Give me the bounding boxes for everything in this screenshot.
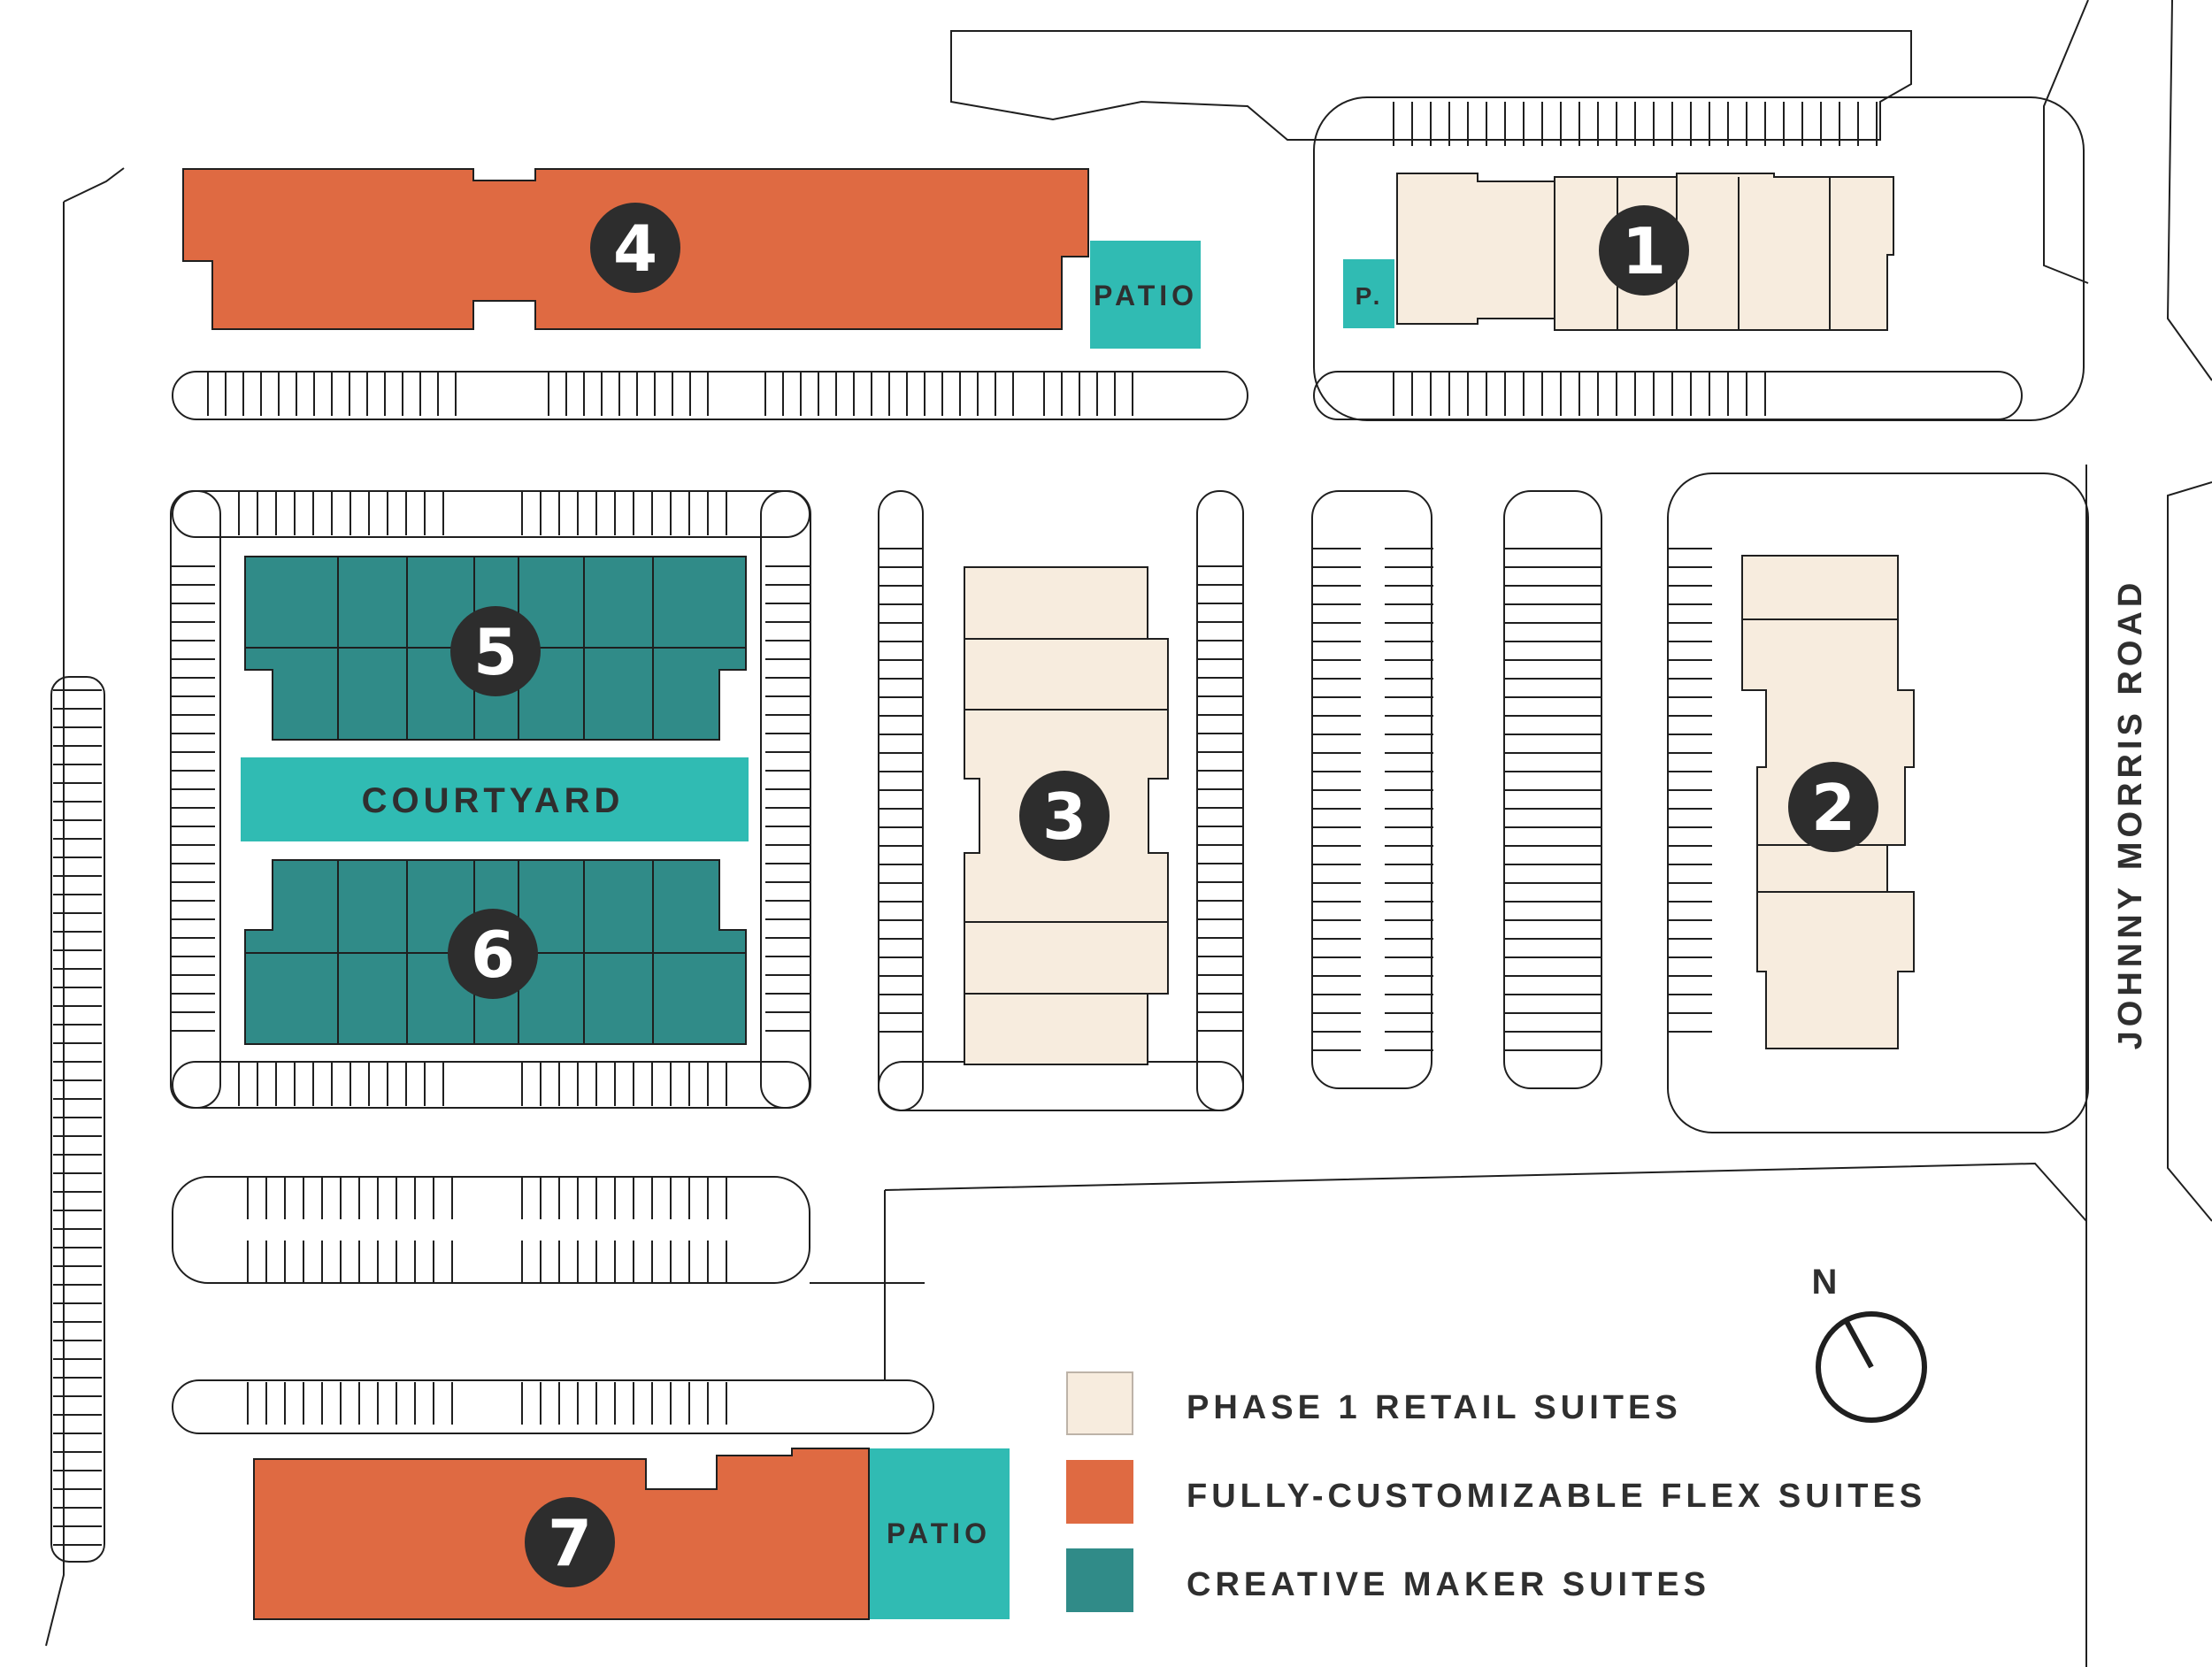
courtyard-label: COURTYARD (362, 781, 625, 820)
svg-text:3: 3 (1042, 780, 1087, 854)
road-edge-east-3 (2167, 481, 2212, 1222)
patio-4-label: PATIO (1094, 280, 1198, 311)
patio-1-label: P. (1356, 282, 1385, 310)
road-edge-east (2043, 0, 2089, 284)
north-label: N (1812, 1263, 1838, 1302)
parking-island-north-a (172, 371, 1248, 420)
legend-swatch-maker (1066, 1548, 1133, 1612)
parking-island-1 (1313, 96, 2085, 421)
courtyard (241, 757, 749, 841)
badge-1: 1 (1599, 205, 1689, 296)
badge-7: 7 (525, 1497, 615, 1587)
road-edge-east-2 (2166, 0, 2212, 381)
svg-text:6: 6 (471, 918, 515, 992)
parking-island-sw (172, 1379, 934, 1434)
legend-swatch-flex (1066, 1460, 1133, 1524)
badge-5: 5 (450, 606, 541, 696)
patio-7 (870, 1448, 1010, 1619)
badge-3: 3 (1019, 771, 1110, 861)
parking-island-56-right (760, 490, 811, 1109)
parking-island-3-left (878, 490, 924, 1111)
badge-2: 2 (1788, 762, 1878, 852)
parking-island-56-bottom (172, 1061, 810, 1109)
parking-edge-south-east (810, 1190, 925, 1380)
north-arrow: N (1812, 1263, 1927, 1423)
parking-island-2 (1667, 472, 2089, 1133)
parking-island-south (172, 1176, 810, 1284)
compass-icon (1816, 1311, 1927, 1423)
badge-6: 6 (448, 909, 538, 999)
patio-7-label: PATIO (887, 1517, 991, 1549)
svg-text:2: 2 (1811, 771, 1855, 845)
svg-text:1: 1 (1622, 214, 1666, 288)
legend-label-retail: PHASE 1 RETAIL SUITES (1187, 1389, 1682, 1426)
parking-stalls (53, 102, 1878, 1546)
svg-text:7: 7 (548, 1506, 592, 1580)
legend-swatch-retail (1066, 1371, 1133, 1435)
svg-text:5: 5 (473, 615, 518, 689)
legend-label-maker: CREATIVE MAKER SUITES (1187, 1566, 1711, 1603)
patio-4 (1090, 241, 1201, 349)
road-edge-south (884, 1162, 2087, 1222)
parking-island-west (50, 676, 105, 1563)
parking-island-3-bottom (878, 1061, 1244, 1111)
parking-island-56-top (172, 490, 810, 538)
road-label: JOHNNY MORRIS ROAD (2112, 579, 2149, 1050)
parking-island-56-left (170, 490, 221, 1109)
parking-island-north-b (1313, 371, 2023, 420)
site-boundary (950, 30, 1912, 141)
badge-4: 4 (590, 203, 680, 293)
svg-text:4: 4 (613, 211, 657, 286)
site-boundary-west (45, 167, 125, 1647)
patio-1 (1343, 259, 1394, 328)
legend-label-flex: FULLY-CUSTOMIZABLE FLEX SUITES (1187, 1478, 1927, 1515)
